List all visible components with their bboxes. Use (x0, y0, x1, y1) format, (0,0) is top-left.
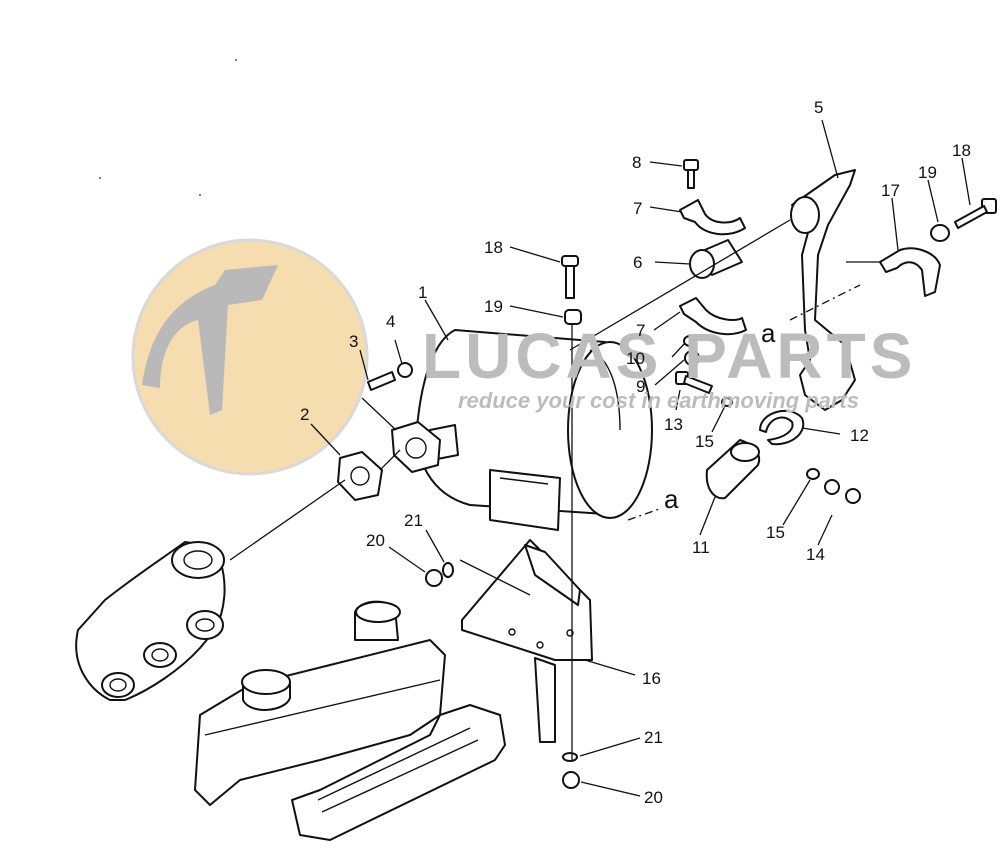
callout-15-upper: 15 (695, 432, 714, 451)
callout-21-bottom: 21 (644, 728, 663, 747)
callout-9: 9 (636, 377, 645, 396)
exhaust-manifold (75, 541, 226, 701)
flange-gasket (337, 451, 383, 501)
callout-3: 3 (349, 332, 358, 351)
nut-9 (684, 350, 700, 366)
engine-head (194, 600, 446, 806)
intake-manifold (291, 704, 506, 841)
callout-labels: 1 2 3 4 5 6 7 7 8 9 10 11 12 13 14 15 15… (300, 98, 971, 807)
nut-4 (397, 362, 413, 378)
callout-14: 14 (806, 545, 825, 564)
callout-11: 11 (692, 538, 710, 557)
pipe-bracket (879, 247, 941, 297)
watermark-glyph-icon (142, 265, 278, 415)
upper-clamp (679, 199, 746, 236)
callout-21-left: 21 (404, 511, 423, 530)
callout-8: 8 (632, 153, 641, 172)
reference-a-lower: a (664, 484, 679, 514)
callout-10: 10 (626, 349, 645, 368)
stud-bolt (367, 371, 396, 391)
watermark-logo (131, 238, 369, 476)
callout-7-upper: 7 (633, 199, 642, 218)
reference-a-upper: a (761, 318, 776, 348)
callout-15-lower: 15 (766, 523, 785, 542)
washer-15-upper (721, 397, 733, 407)
bolt-13 (675, 371, 713, 394)
washer-15-lower (806, 468, 820, 480)
callout-18-right: 18 (952, 141, 971, 160)
pipe-sleeve (689, 239, 743, 279)
washer-21-bottom (562, 752, 578, 762)
callout-16: 16 (642, 669, 661, 688)
nuts-14 (824, 479, 861, 504)
callout-5: 5 (814, 98, 823, 117)
callout-6: 6 (633, 253, 642, 272)
scan-speck (199, 194, 201, 196)
washer-19-right (930, 224, 950, 242)
callout-20-bottom: 20 (644, 788, 663, 807)
callout-12: 12 (850, 426, 869, 445)
mounting-bracket (461, 539, 593, 743)
callout-19-top: 19 (484, 297, 503, 316)
callout-13: 13 (664, 415, 683, 434)
callout-19-right: 19 (918, 163, 937, 182)
bolt-18-right (954, 198, 997, 229)
callout-7-lower: 7 (636, 321, 645, 340)
tail-pipe (705, 439, 760, 500)
muffler-inlet-flange (391, 421, 441, 473)
callout-1: 1 (418, 283, 427, 302)
exhaust-pipe (790, 169, 856, 411)
scan-speck (235, 59, 237, 61)
callout-2: 2 (300, 405, 309, 424)
watermark-brand: LUCAS PARTS (422, 320, 916, 392)
callout-4: 4 (386, 312, 395, 331)
lower-clamp (679, 297, 747, 336)
washer-21-left (442, 562, 454, 578)
scan-speck (99, 177, 101, 179)
washer-10 (683, 335, 697, 347)
washer-19-top (564, 309, 582, 325)
bolt-18-top (561, 255, 579, 299)
nut-20-left (425, 569, 443, 587)
callout-20-left: 20 (366, 531, 385, 550)
assembly-lines (229, 219, 880, 760)
callout-17: 17 (881, 181, 900, 200)
bolt-8 (683, 159, 699, 189)
callout-18-top: 18 (484, 238, 503, 257)
watermark-tagline: reduce your cost in earthmoving parts (458, 388, 859, 413)
leader-lines (310, 119, 971, 797)
nut-20-bottom (562, 771, 580, 789)
band-clamp (759, 409, 805, 446)
